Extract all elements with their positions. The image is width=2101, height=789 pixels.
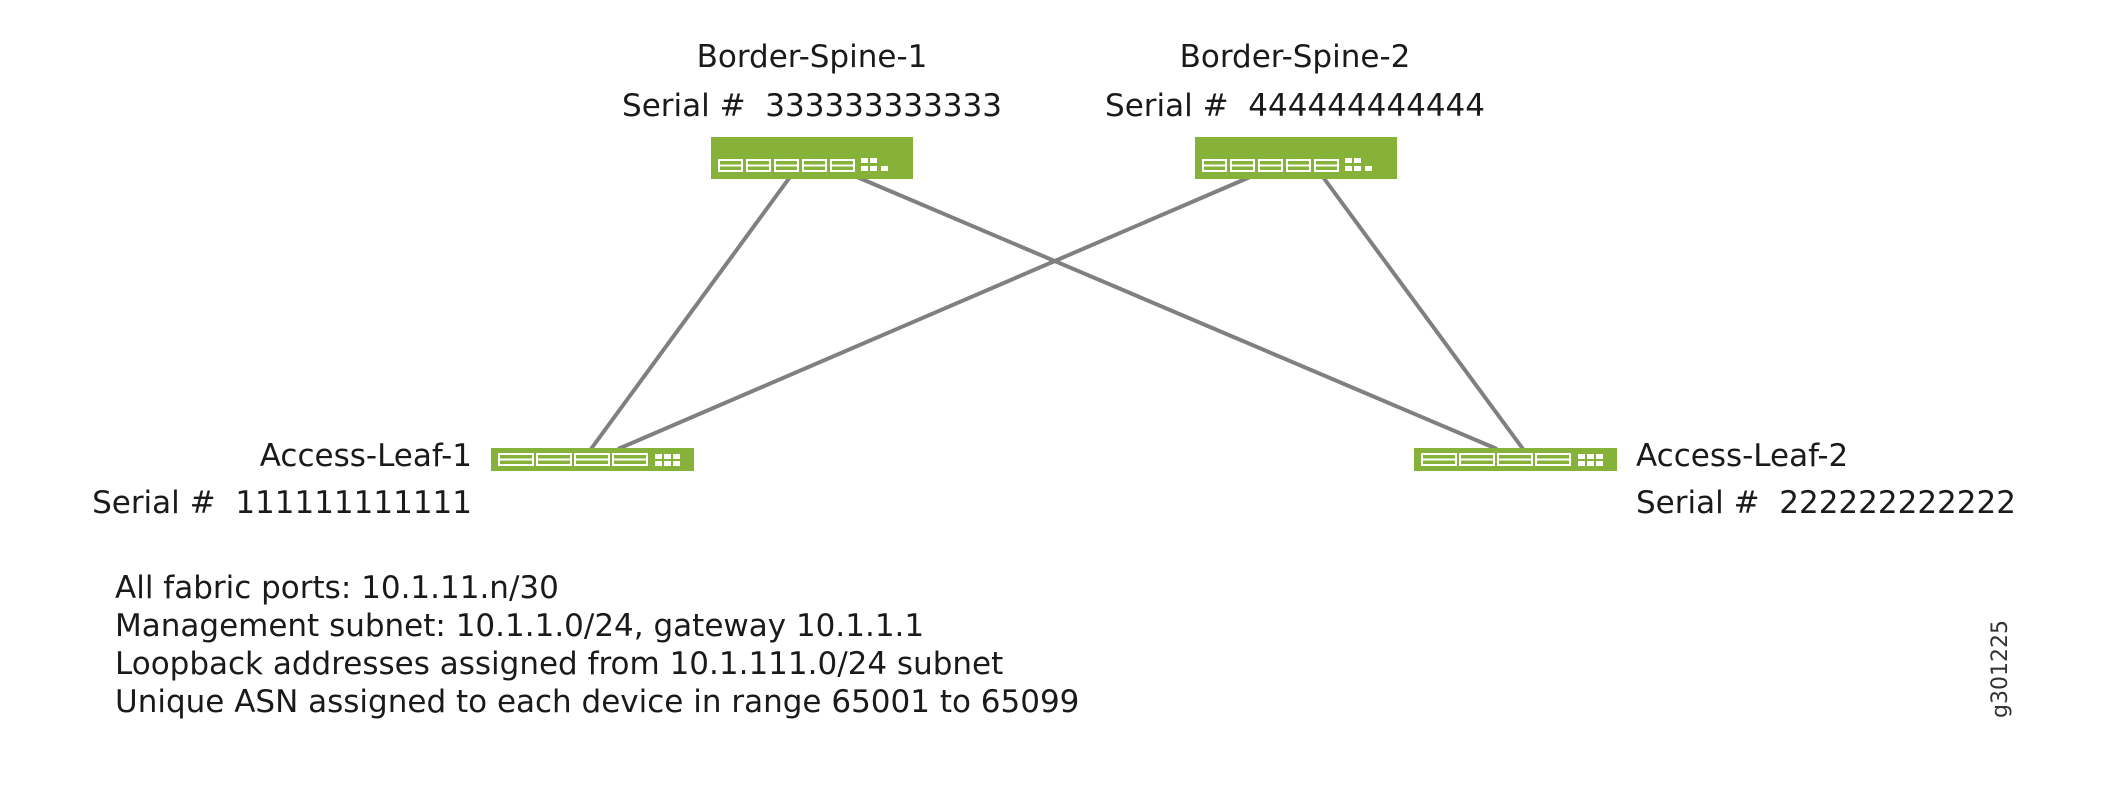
access-leaf-2-name: Access-Leaf-2 (1636, 438, 1849, 474)
border-spine-2-name: Border-Spine-2 (1179, 39, 1411, 75)
switch-icon (1414, 448, 1617, 471)
access-leaf-1-name: Access-Leaf-1 (259, 438, 472, 474)
access-leaf-1-serial: Serial # 111111111111 (92, 485, 472, 521)
switch-icon (1195, 137, 1397, 179)
link-spine2-leaf2 (1321, 175, 1525, 451)
link-spine2-leaf1 (617, 175, 1251, 451)
link-spine1-leaf2 (856, 175, 1498, 451)
border-spine-1-name: Border-Spine-1 (696, 39, 928, 75)
note-line: All fabric ports: 10.1.11.n/30 (115, 570, 559, 606)
note-line: Unique ASN assigned to each device in ra… (115, 684, 1080, 720)
note-line: Loopback addresses assigned from 10.1.11… (115, 646, 1004, 682)
figure-id: g301225 (1988, 620, 2013, 718)
link-spine1-leaf1 (589, 175, 792, 451)
access-leaf-2-serial: Serial # 222222222222 (1636, 485, 2016, 521)
fabric-notes: All fabric ports: 10.1.11.n/30 Managemen… (115, 569, 1079, 721)
border-spine-2-serial: Serial # 444444444444 (1105, 88, 1485, 124)
fabric-links (589, 175, 1525, 451)
switch-icon (711, 137, 913, 179)
border-spine-1-serial: Serial # 333333333333 (622, 88, 1002, 124)
switch-icon (491, 448, 694, 471)
note-line: Management subnet: 10.1.1.0/24, gateway … (115, 608, 925, 644)
